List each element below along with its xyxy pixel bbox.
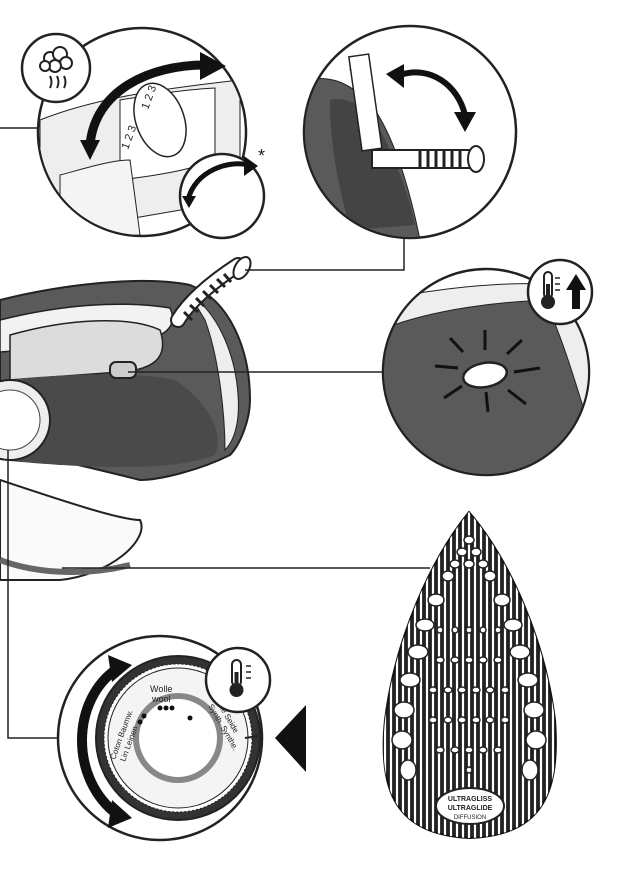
steam-control-callout: 1 2 3 1 2 3 * — [22, 28, 265, 238]
brand-line-3: DIFFUSION — [454, 815, 486, 821]
brand-line-2: ULTRAGLIDE — [448, 805, 493, 812]
dial-label-wool: Wolle — [150, 684, 172, 694]
soleplate: ULTRAGLISS ULTRAGLIDE DIFFUSION — [384, 500, 556, 850]
iron-body — [0, 281, 250, 580]
brand-line-1: ULTRAGLISS — [448, 796, 493, 803]
footnote-mark: * — [258, 146, 265, 166]
temperature-dial-callout: Wolle wool Coton Baumw. Lin Leinen Soie … — [58, 636, 306, 840]
dial-label-wool-en: wool — [151, 694, 171, 704]
thermostat-light-callout — [380, 260, 600, 480]
pointer-triangle — [275, 705, 306, 772]
cord-pivot-callout — [300, 26, 516, 240]
thermometer-up-icon — [528, 260, 592, 324]
